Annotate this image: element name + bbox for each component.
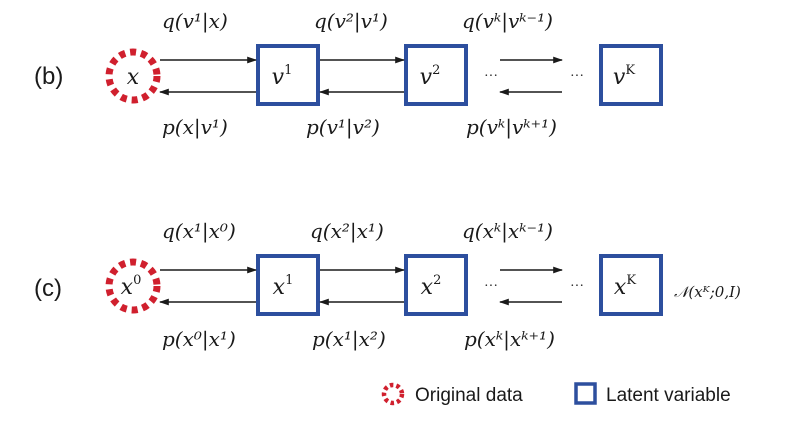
latent-node-vK bbox=[599, 44, 663, 106]
ellipsis-right-c: ··· bbox=[570, 279, 584, 294]
label-p2-c: p(x¹|x²) bbox=[312, 327, 386, 352]
legend-original-label: Original data bbox=[415, 385, 523, 406]
label-qk-c: q(xᵏ|xᵏ⁻¹) bbox=[462, 219, 553, 244]
label-q1-b: q(v¹|x) bbox=[162, 9, 228, 34]
node-v2-label: v2 bbox=[420, 63, 441, 90]
node-x0-label: x0 bbox=[121, 273, 142, 300]
label-p1-b: p(x|v¹) bbox=[162, 115, 228, 140]
latent-node-v2 bbox=[404, 44, 468, 106]
latent-node-x2 bbox=[404, 254, 468, 316]
label-pk-c: p(xᵏ|xᵏ⁺¹) bbox=[464, 327, 555, 352]
original-data-node-x0 bbox=[105, 258, 161, 314]
node-v1-label: v1 bbox=[272, 63, 293, 90]
original-data-node-x bbox=[105, 48, 161, 104]
label-p1-c: p(x⁰|x¹) bbox=[162, 327, 236, 352]
prior-label: 𝒩(xᴷ;0,I) bbox=[674, 283, 741, 301]
node-x1-label: x1 bbox=[273, 273, 294, 300]
legend-latent-icon bbox=[574, 382, 597, 405]
panel-c: (c) x0 x1 x2 xK ··· ··· q(x¹|x⁰) q(x²|x¹… bbox=[34, 219, 741, 352]
legend: Original data Latent variable bbox=[381, 382, 731, 406]
legend-original-icon bbox=[381, 382, 405, 406]
label-p2-b: p(v¹|v²) bbox=[306, 115, 380, 140]
latent-node-x1 bbox=[256, 254, 320, 316]
label-qk-b: q(vᵏ|vᵏ⁻¹) bbox=[462, 9, 553, 34]
node-x-label: x bbox=[127, 65, 140, 90]
latent-node-v1 bbox=[256, 44, 320, 106]
panel-b: (b) x v1 v2 vK ··· ··· q(v¹|x) q(v²|v¹) … bbox=[34, 9, 663, 140]
ellipsis-left-c: ··· bbox=[484, 279, 498, 294]
ellipsis-left-b: ··· bbox=[484, 69, 498, 84]
label-q2-b: q(v²|v¹) bbox=[314, 9, 388, 34]
latent-node-xK bbox=[599, 254, 663, 316]
node-xK-label: xK bbox=[614, 273, 636, 300]
label-pk-b: p(vᵏ|vᵏ⁺¹) bbox=[466, 115, 557, 140]
node-vK-label: vK bbox=[613, 63, 635, 90]
label-q1-c: q(x¹|x⁰) bbox=[162, 219, 236, 244]
panel-c-label: (c) bbox=[34, 275, 62, 302]
legend-latent-label: Latent variable bbox=[606, 385, 731, 406]
panel-b-label: (b) bbox=[34, 63, 63, 90]
label-q2-c: q(x²|x¹) bbox=[310, 219, 384, 244]
node-x2-label: x2 bbox=[421, 273, 442, 300]
ellipsis-right-b: ··· bbox=[570, 69, 584, 84]
